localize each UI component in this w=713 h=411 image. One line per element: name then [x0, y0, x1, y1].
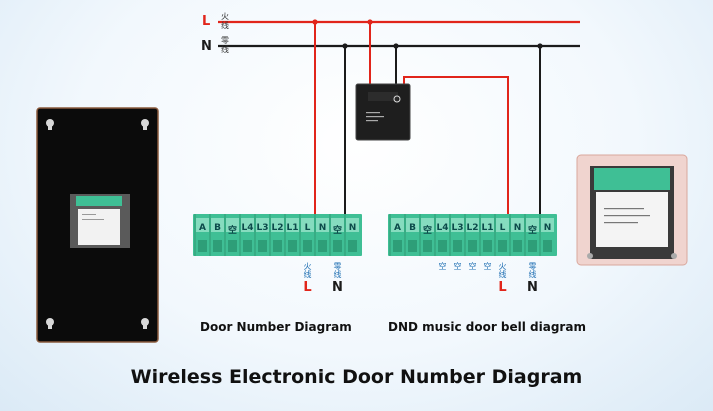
terminal-slot	[496, 218, 509, 232]
terminal-label: L	[304, 223, 311, 233]
neutral-letter: N	[201, 39, 212, 54]
terminal-wire-cn: 线	[498, 270, 507, 279]
terminal-screw	[423, 240, 432, 252]
terminal-label: L4	[436, 223, 449, 233]
terminal-note: 空	[453, 262, 462, 271]
terminal-screw	[198, 240, 207, 252]
doorbell-terminal-block	[388, 214, 557, 256]
terminal-slot	[226, 218, 239, 232]
terminal-slot	[511, 218, 524, 232]
live-letter: L	[202, 14, 211, 29]
terminal-label: L	[499, 223, 506, 233]
terminal-label: L4	[241, 223, 254, 233]
terminal-screw	[333, 240, 342, 252]
switch-box	[355, 83, 411, 141]
neutral-cn-1: 零	[221, 36, 229, 45]
terminal-slot	[211, 218, 224, 232]
terminal-slot	[436, 218, 449, 232]
terminal-note: 空	[438, 262, 447, 271]
terminal-screw	[348, 240, 357, 252]
terminal-slot	[241, 218, 254, 232]
terminal-slot	[421, 218, 434, 232]
terminal-slot	[271, 218, 284, 232]
terminal-label: N	[318, 223, 327, 233]
terminal-slot	[196, 218, 209, 232]
terminal-slot	[301, 218, 314, 232]
terminal-slot	[526, 218, 539, 232]
terminal-label: 空	[422, 226, 432, 236]
terminal-slot	[391, 218, 404, 232]
terminal-slot	[481, 218, 494, 232]
terminal-label: A	[394, 223, 401, 233]
terminal-screw	[228, 240, 237, 252]
terminal-wire-cn: 火	[498, 262, 507, 271]
terminal-label: 空	[332, 226, 342, 236]
terminal-wire-cn: 线	[528, 270, 537, 279]
terminal-live-letter: L	[498, 280, 507, 295]
terminal-screw	[243, 240, 252, 252]
terminal-label: B	[214, 223, 221, 233]
live-cn-2: 线	[221, 21, 229, 30]
terminal-screw	[303, 240, 312, 252]
terminal-screw	[213, 240, 222, 252]
terminal-slot	[406, 218, 419, 232]
terminal-label: L1	[481, 223, 494, 233]
terminal-label: L1	[286, 223, 299, 233]
switched-live-wire	[403, 76, 509, 233]
terminal-label: N	[543, 223, 552, 233]
terminal-label: A	[199, 223, 206, 233]
terminal-wire-cn: 线	[333, 270, 342, 279]
terminal-wire-cn: 零	[333, 262, 342, 271]
terminal-screw	[273, 240, 282, 252]
terminal-label: 空	[527, 226, 537, 236]
terminal-slot	[256, 218, 269, 232]
door-number-terminal-block	[193, 214, 362, 256]
terminal-screw	[468, 240, 477, 252]
terminal-wire-cn: 线	[303, 270, 312, 279]
terminal-screw	[288, 240, 297, 252]
terminal-screw	[393, 240, 402, 252]
terminal-screw	[513, 240, 522, 252]
terminal-screw	[543, 240, 552, 252]
terminal-slot	[541, 218, 554, 232]
terminal-slot	[451, 218, 464, 232]
terminal-label: N	[348, 223, 357, 233]
terminal-screw	[318, 240, 327, 252]
terminal-label: L2	[466, 223, 479, 233]
door-number-panel-device	[36, 107, 159, 343]
terminal-screw	[438, 240, 447, 252]
terminal-slot	[466, 218, 479, 232]
live-cn-1: 火	[221, 12, 229, 21]
terminal-wire-cn: 零	[528, 262, 537, 271]
terminal-note: 空	[468, 262, 477, 271]
terminal-screw	[483, 240, 492, 252]
terminal-screw	[258, 240, 267, 252]
terminal-note: 空	[483, 262, 492, 271]
terminal-label: L3	[451, 223, 464, 233]
terminal-slot	[346, 218, 359, 232]
terminal-slot	[286, 218, 299, 232]
terminal-screw	[528, 240, 537, 252]
terminal-label: B	[409, 223, 416, 233]
terminal-label: 空	[227, 226, 237, 236]
terminal-wire-cn: 火	[303, 262, 312, 271]
doorbell-caption: DND music door bell diagram	[388, 320, 586, 334]
door-number-caption: Door Number Diagram	[200, 320, 352, 334]
terminal-screw	[408, 240, 417, 252]
terminal-screw	[453, 240, 462, 252]
terminal-screw	[498, 240, 507, 252]
terminal-neutral-letter: N	[332, 280, 343, 295]
terminal-neutral-letter: N	[527, 280, 538, 295]
terminal-label: L2	[271, 223, 284, 233]
terminal-slot	[331, 218, 344, 232]
terminal-label: N	[513, 223, 522, 233]
doorbell-device	[576, 154, 688, 266]
page-title: Wireless Electronic Door Number Diagram	[130, 366, 583, 388]
neutral-cn-2: 线	[221, 45, 229, 54]
terminal-live-letter: L	[303, 280, 312, 295]
terminal-label: L3	[256, 223, 269, 233]
terminal-slot	[316, 218, 329, 232]
